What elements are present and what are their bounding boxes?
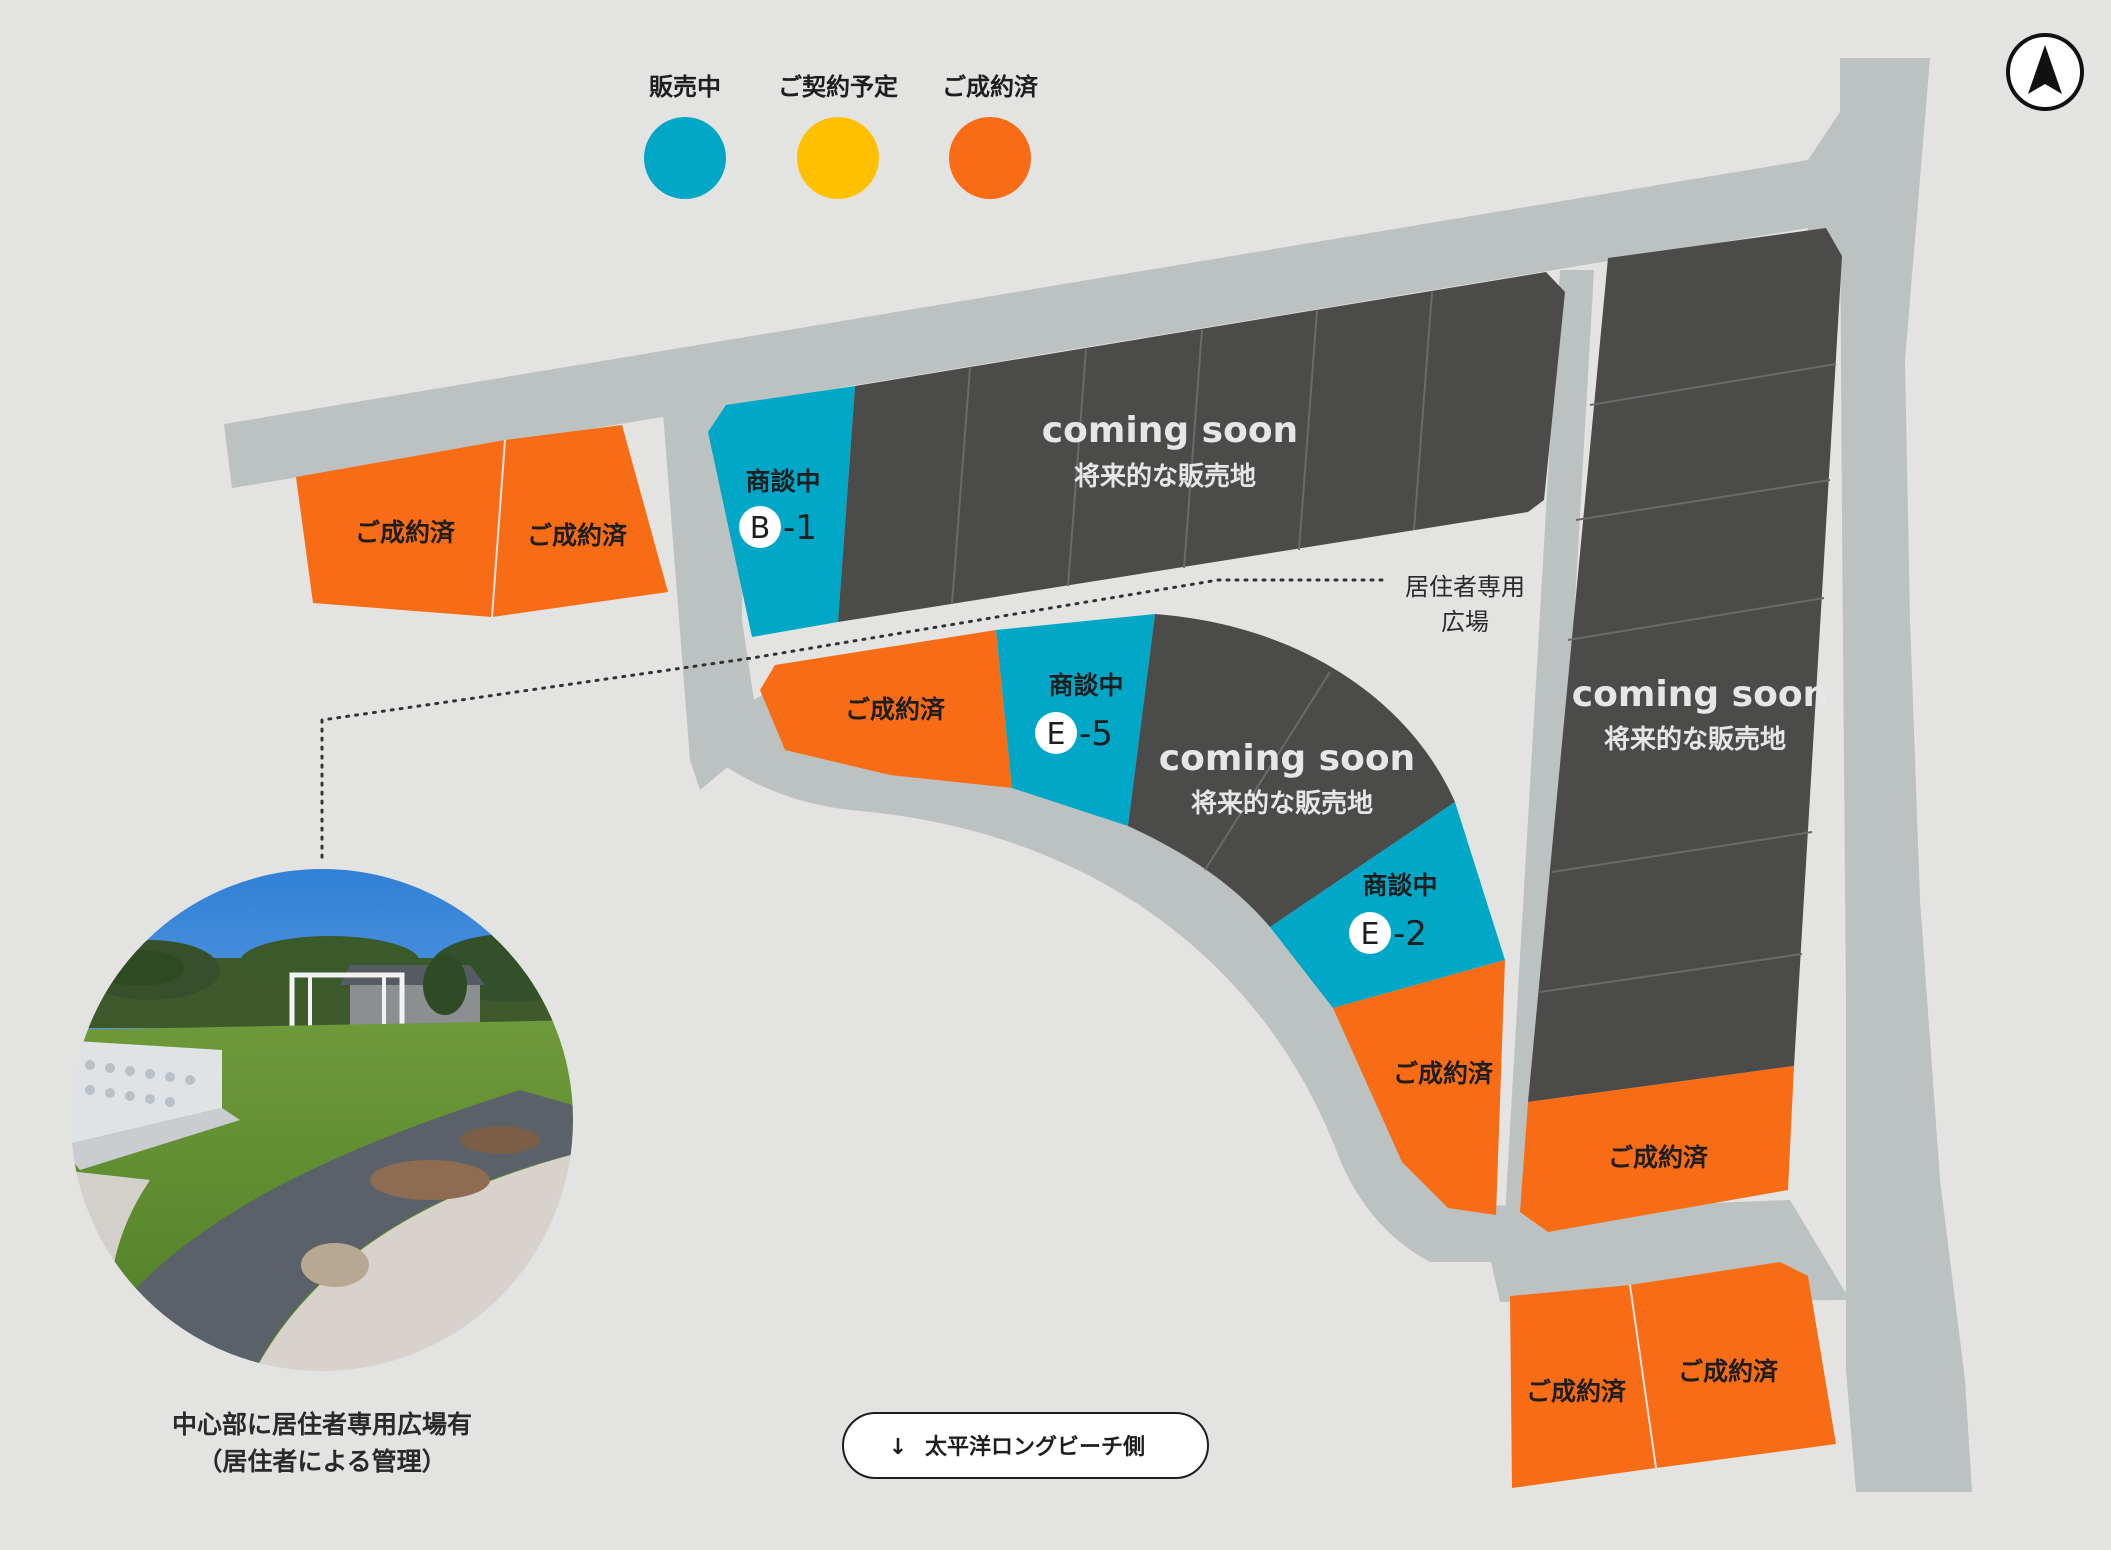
lot-sold-bottom-b[interactable] bbox=[1630, 1262, 1836, 1468]
legend-swatch-available bbox=[644, 117, 726, 199]
road-curve bbox=[690, 690, 1790, 1262]
coming-soon-top-title: coming soon bbox=[1042, 410, 1298, 451]
legend-label-available: 販売中 bbox=[649, 73, 721, 101]
lot-label-sold-bottom-a: ご成約済 bbox=[1526, 1377, 1627, 1406]
photo-caption-line1: 中心部に居住者専用広場有 bbox=[172, 1410, 472, 1439]
lot-e5-number: -5 bbox=[1079, 714, 1113, 754]
lot-e5-badge bbox=[1035, 712, 1077, 754]
legend-swatch-reserved bbox=[797, 117, 879, 199]
lot-coming-right-dividers bbox=[1539, 363, 1837, 993]
road-top bbox=[224, 160, 1808, 488]
lot-coming-top[interactable] bbox=[838, 272, 1565, 622]
plaza-leader-line bbox=[320, 578, 1384, 864]
legend-swatch-sold bbox=[949, 117, 1031, 199]
plaza-photo-frame bbox=[69, 867, 575, 1373]
lot-b1-status: 商談中 bbox=[745, 467, 820, 496]
coming-soon-arc-subtitle: 将来的な販売地 bbox=[1191, 788, 1373, 819]
direction-arrow-icon: ↓ bbox=[889, 1435, 907, 1460]
lot-sold-arc-right[interactable] bbox=[1333, 960, 1505, 1215]
lot-coming-top-dividers bbox=[951, 291, 1433, 605]
lot-e2-letter: E bbox=[1361, 917, 1380, 952]
lot-b1[interactable] bbox=[708, 386, 855, 637]
north-arrow-icon bbox=[2006, 33, 2084, 111]
lot-label-sold-arc-right: ご成約済 bbox=[1393, 1059, 1494, 1088]
lot-label-sold-right: ご成約済 bbox=[1608, 1143, 1709, 1172]
plaza-label-line1: 居住者専用 bbox=[1405, 573, 1525, 601]
lot-label-sold-left-a: ご成約済 bbox=[355, 518, 456, 547]
lot-label-sold-bottom-b: ご成約済 bbox=[1678, 1357, 1779, 1386]
lot-sold-right[interactable] bbox=[1520, 1066, 1794, 1232]
lot-e5-letter: E bbox=[1047, 717, 1066, 752]
photo-caption-line2: （居住者による管理） bbox=[197, 1447, 446, 1476]
coming-soon-arc-title: coming soon bbox=[1159, 738, 1415, 779]
lot-sold-left-a[interactable] bbox=[296, 440, 505, 617]
lot-sold-left-b[interactable] bbox=[492, 425, 668, 617]
coming-soon-right-subtitle: 将来的な販売地 bbox=[1604, 724, 1786, 755]
plaza-label-line2: 広場 bbox=[1441, 608, 1489, 636]
lot-label-sold-arc-left: ご成約済 bbox=[845, 695, 946, 724]
direction-label: 太平洋ロングビーチ側 bbox=[925, 1434, 1145, 1460]
plaza-photo bbox=[70, 868, 574, 1372]
legend-label-reserved: ご契約予定 bbox=[778, 73, 898, 101]
lot-e2[interactable] bbox=[1270, 802, 1505, 1008]
lot-sold-bottom-a[interactable] bbox=[1510, 1285, 1656, 1488]
road-middle bbox=[1505, 270, 1594, 1215]
lot-e2-number: -2 bbox=[1393, 914, 1427, 954]
lot-e2-status: 商談中 bbox=[1362, 871, 1437, 900]
lot-sold-arc-left[interactable] bbox=[760, 630, 1012, 788]
lot-b1-badge bbox=[739, 506, 781, 548]
direction-pill: ↓ 太平洋ロングビーチ側 bbox=[842, 1412, 1209, 1479]
lot-coming-arc[interactable] bbox=[1128, 614, 1455, 927]
lot-e5-status: 商談中 bbox=[1048, 671, 1123, 700]
coming-soon-right-title: coming soon bbox=[1572, 674, 1828, 715]
lot-coming-arc-dividers bbox=[1204, 671, 1331, 871]
lot-e5[interactable] bbox=[996, 614, 1155, 826]
legend: 販売中 ご契約予定 ご成約済 bbox=[644, 73, 1039, 199]
lot-label-sold-left-b: ご成約済 bbox=[527, 521, 628, 550]
lot-coming-right[interactable] bbox=[1528, 228, 1842, 1102]
coming-soon-top-subtitle: 将来的な販売地 bbox=[1074, 461, 1256, 492]
legend-label-sold: ご成約済 bbox=[942, 73, 1039, 101]
road-right-join bbox=[1808, 112, 1842, 260]
lot-b1-letter: B bbox=[750, 511, 771, 546]
lot-e2-badge bbox=[1349, 912, 1391, 954]
road-right bbox=[1840, 58, 1972, 1492]
lot-b1-number: -1 bbox=[783, 508, 817, 548]
